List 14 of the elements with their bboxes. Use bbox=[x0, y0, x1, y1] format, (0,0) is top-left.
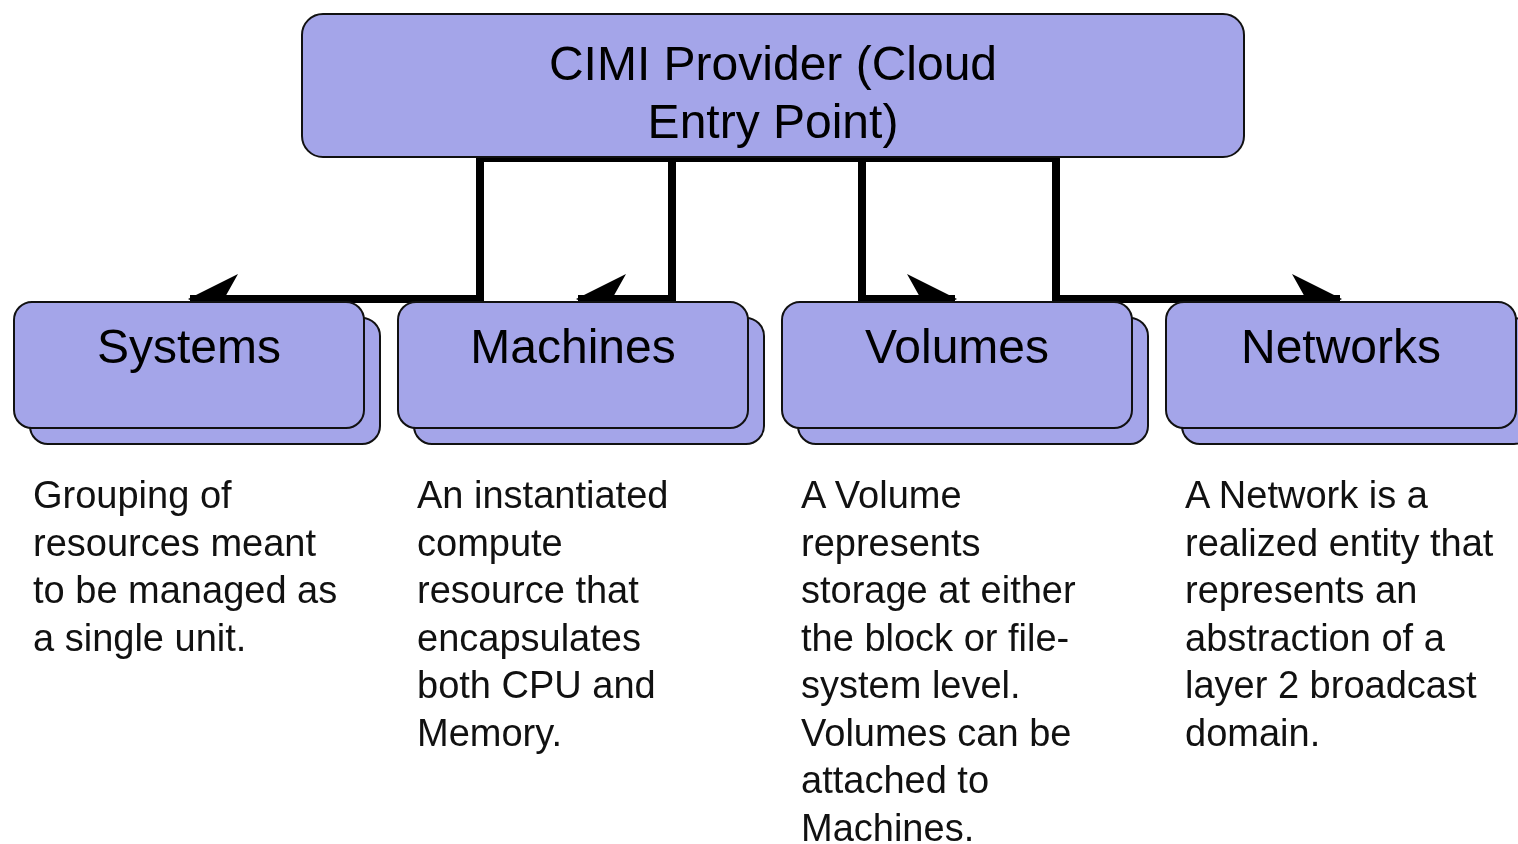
node-label: Systems bbox=[96, 319, 282, 375]
description-text: A Volume represents storage at either the block or file-system level. Volumes can be attached to Machines. bbox=[801, 473, 1077, 844]
stacked-box bbox=[1165, 301, 1518, 447]
node-label: Volumes bbox=[863, 319, 1051, 375]
description-text: A Network is a realized entity that represents an abstraction of a layer 2 broadcast domain. bbox=[1185, 473, 1495, 756]
node-label: Machines bbox=[469, 319, 677, 375]
description-text: An instantiated compute resource that encapsulates both CPU and Memory. bbox=[417, 473, 670, 756]
process-box bbox=[301, 13, 1245, 158]
stacked-box bbox=[13, 301, 383, 447]
description-text: Grouping of resources meant to be managed as a single unit. bbox=[33, 473, 339, 661]
node-label: CIMI Provider (Cloud Entry Point) bbox=[547, 36, 999, 150]
stacked-box bbox=[781, 301, 1151, 447]
stacked-box bbox=[397, 301, 767, 447]
node-label: Networks bbox=[1239, 319, 1442, 375]
